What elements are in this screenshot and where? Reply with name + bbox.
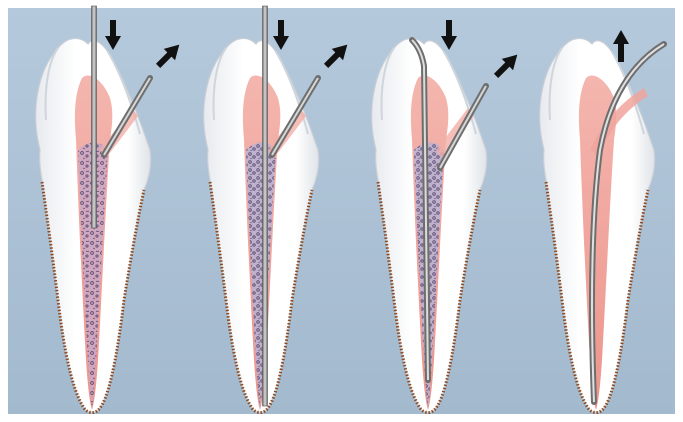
straight-file [92, 6, 97, 228]
straight-file [263, 6, 268, 406]
